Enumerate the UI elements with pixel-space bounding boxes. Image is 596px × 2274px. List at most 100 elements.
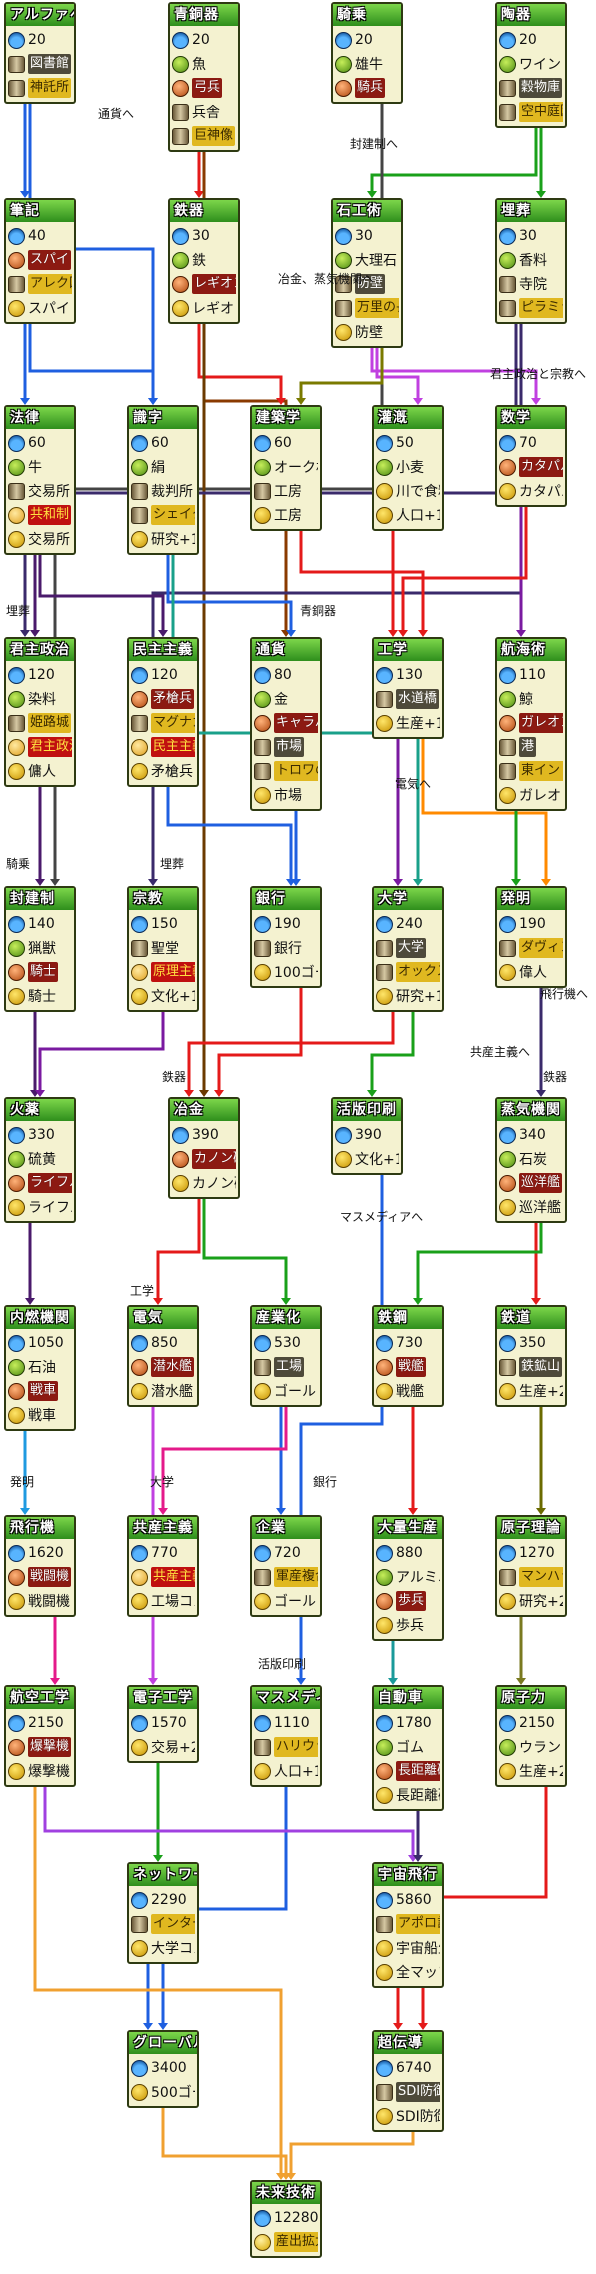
- building-icon: [8, 714, 25, 732]
- tech-node-masonry[interactable]: 石工術30大理石防壁万里の長城防壁: [331, 198, 403, 348]
- unlock-label: ライフル兵: [28, 1200, 72, 1216]
- unlock-row: 石炭: [499, 1147, 563, 1171]
- tech-node-mass[interactable]: 大量生産880アルミニウム歩兵歩兵: [372, 1515, 444, 1641]
- tech-title: 大量生産: [374, 1517, 442, 1539]
- tech-node-invention[interactable]: 発明190ダヴィンチの工房偉人: [495, 886, 567, 988]
- tech-node-communism[interactable]: 共産主義770共産主義工場コスト2/3: [127, 1515, 199, 1617]
- building-icon: [8, 482, 25, 500]
- arrow-head: [388, 630, 398, 637]
- prerequisite-line: [375, 348, 420, 399]
- tech-node-arch[interactable]: 建築学60オーク材工房工房: [250, 405, 322, 531]
- tech-node-gunpowder[interactable]: 火薬330硫黄ライフル兵ライフル兵: [4, 1097, 76, 1223]
- tech-node-currency[interactable]: 通貨80金キャラバン市場トロワの交易所市場: [250, 637, 322, 811]
- unit-icon: [8, 1382, 25, 1400]
- ability-icon: [376, 482, 393, 500]
- tech-node-alphabet[interactable]: アルファベット20図書館神託所: [4, 2, 76, 104]
- tech-node-math[interactable]: 数学70カタパルトカタパルト: [495, 405, 567, 507]
- path-note: 電気へ: [395, 777, 432, 791]
- tech-node-automobile[interactable]: 自動車1780ゴム長距離砲長距離砲: [372, 1685, 444, 1811]
- unlock-label: 戦艦: [396, 1384, 424, 1400]
- cost-row: 40: [8, 224, 72, 248]
- tech-node-iron[interactable]: 鉄器30鉄レギオンレギオン: [168, 198, 240, 324]
- tech-node-irrigation[interactable]: 灌漑50小麦川で食料+1人口+1: [372, 405, 444, 531]
- tech-node-burial[interactable]: 埋葬30香料寺院ピラミッド: [495, 198, 567, 324]
- tech-node-literacy[interactable]: 識字60絹裁判所シェイクスピア劇場研究+1: [127, 405, 199, 555]
- tech-node-massmedia[interactable]: マスメディア1110ハリウッド人口+1: [250, 1685, 322, 1787]
- tech-title: 宇宙飛行: [374, 1864, 442, 1886]
- tech-node-religion[interactable]: 宗教150聖堂原理主義文化+1: [127, 886, 199, 1012]
- research-cost: 190: [519, 916, 546, 932]
- tech-node-democracy[interactable]: 民主主義120矛槍兵マグナカルタ民主主義矛槍兵: [127, 637, 199, 787]
- prerequisite-line: [38, 1012, 165, 1091]
- flask-icon: [335, 1126, 352, 1144]
- tech-node-corporation[interactable]: 企業720軍産複合体ゴールド+5: [250, 1515, 322, 1617]
- tech-node-university[interactable]: 大学240大学オックスフォード研究+1: [372, 886, 444, 1012]
- tech-node-monarchy[interactable]: 君主政治120染料姫路城君主政治傭人: [4, 637, 76, 787]
- unlock-label: 絹: [151, 460, 165, 476]
- building-icon: [499, 1568, 516, 1586]
- cost-row: 3400: [131, 2056, 195, 2080]
- unlock-row: 長距離砲: [376, 1783, 440, 1807]
- unlock-label: 金: [274, 692, 288, 708]
- unlock-label: 銀行: [274, 941, 302, 957]
- unlock-row: ハリウッド: [254, 1735, 318, 1759]
- tech-title: マスメディア: [252, 1687, 320, 1709]
- path-note: 共産主義へ: [470, 1045, 531, 1059]
- tech-node-networking[interactable]: ネットワーク化2290インターネット大学コスト2/3: [127, 1862, 199, 1964]
- tech-node-writing[interactable]: 筆記40スパイアレク図書館スパイ: [4, 198, 76, 324]
- cost-row: 190: [254, 912, 318, 936]
- tech-node-globalization[interactable]: グローバル化3400500ゴールド: [127, 2030, 199, 2108]
- tech-title: 青銅器: [170, 4, 238, 26]
- unlock-row: ゴールド+5: [254, 1589, 318, 1613]
- ability-icon: [254, 963, 271, 981]
- tech-node-superconductor[interactable]: 超伝導6740SDI防御SDI防御: [372, 2030, 444, 2132]
- cost-row: 120: [131, 663, 195, 687]
- unlock-label: オーク材: [274, 460, 318, 476]
- tech-node-atomic[interactable]: 原子理論1270マンハッタン計画研究+2: [495, 1515, 567, 1617]
- tech-node-future[interactable]: 未来技術12280産出拡大: [250, 2180, 322, 2258]
- research-cost: 5860: [396, 1892, 432, 1908]
- unit-icon: [499, 458, 516, 476]
- arrow-head: [20, 191, 30, 198]
- tech-node-pottery[interactable]: 陶器20ワイン穀物庫空中庭園: [495, 2, 567, 128]
- unlock-label: 猟獣: [28, 941, 56, 957]
- tech-title: 識字: [129, 407, 197, 429]
- unit-icon: [8, 251, 25, 269]
- unlock-label: 図書館: [28, 54, 72, 74]
- prerequisite-line: [33, 1787, 283, 2174]
- tech-title: 内燃機関: [6, 1307, 74, 1329]
- unlock-label: アルミニウム: [396, 1570, 440, 1586]
- unlock-row: 宇宙船生産可能: [376, 1936, 440, 1960]
- unlock-row: 聖堂: [131, 936, 195, 960]
- resource-icon: [499, 1150, 516, 1168]
- tech-node-space[interactable]: 宇宙飛行5860アポロ計画宇宙船生産可能全マップ解明: [372, 1862, 444, 1988]
- tech-title: 宗教: [129, 888, 197, 910]
- path-note: 活版印刷: [258, 1657, 307, 1671]
- cost-row: 1270: [499, 1541, 563, 1565]
- tech-node-metallurgy[interactable]: 冶金390カノン砲カノン砲: [168, 1097, 240, 1199]
- research-cost: 20: [519, 32, 537, 48]
- unlock-label: 大学コスト2/3: [151, 1941, 195, 1957]
- tech-node-industrial[interactable]: 産業化530工場ゴールド+5: [250, 1305, 322, 1407]
- research-cost: 80: [274, 667, 292, 683]
- tech-node-banking[interactable]: 銀行190銀行100ゴールド: [250, 886, 322, 988]
- ability-icon: [499, 963, 516, 981]
- tech-node-navigation[interactable]: 航海術110鯨ガレオン船港東インド会社ガレオン船: [495, 637, 567, 811]
- unlock-label: 傭人: [28, 764, 56, 780]
- unlock-row: 歩兵: [376, 1613, 440, 1637]
